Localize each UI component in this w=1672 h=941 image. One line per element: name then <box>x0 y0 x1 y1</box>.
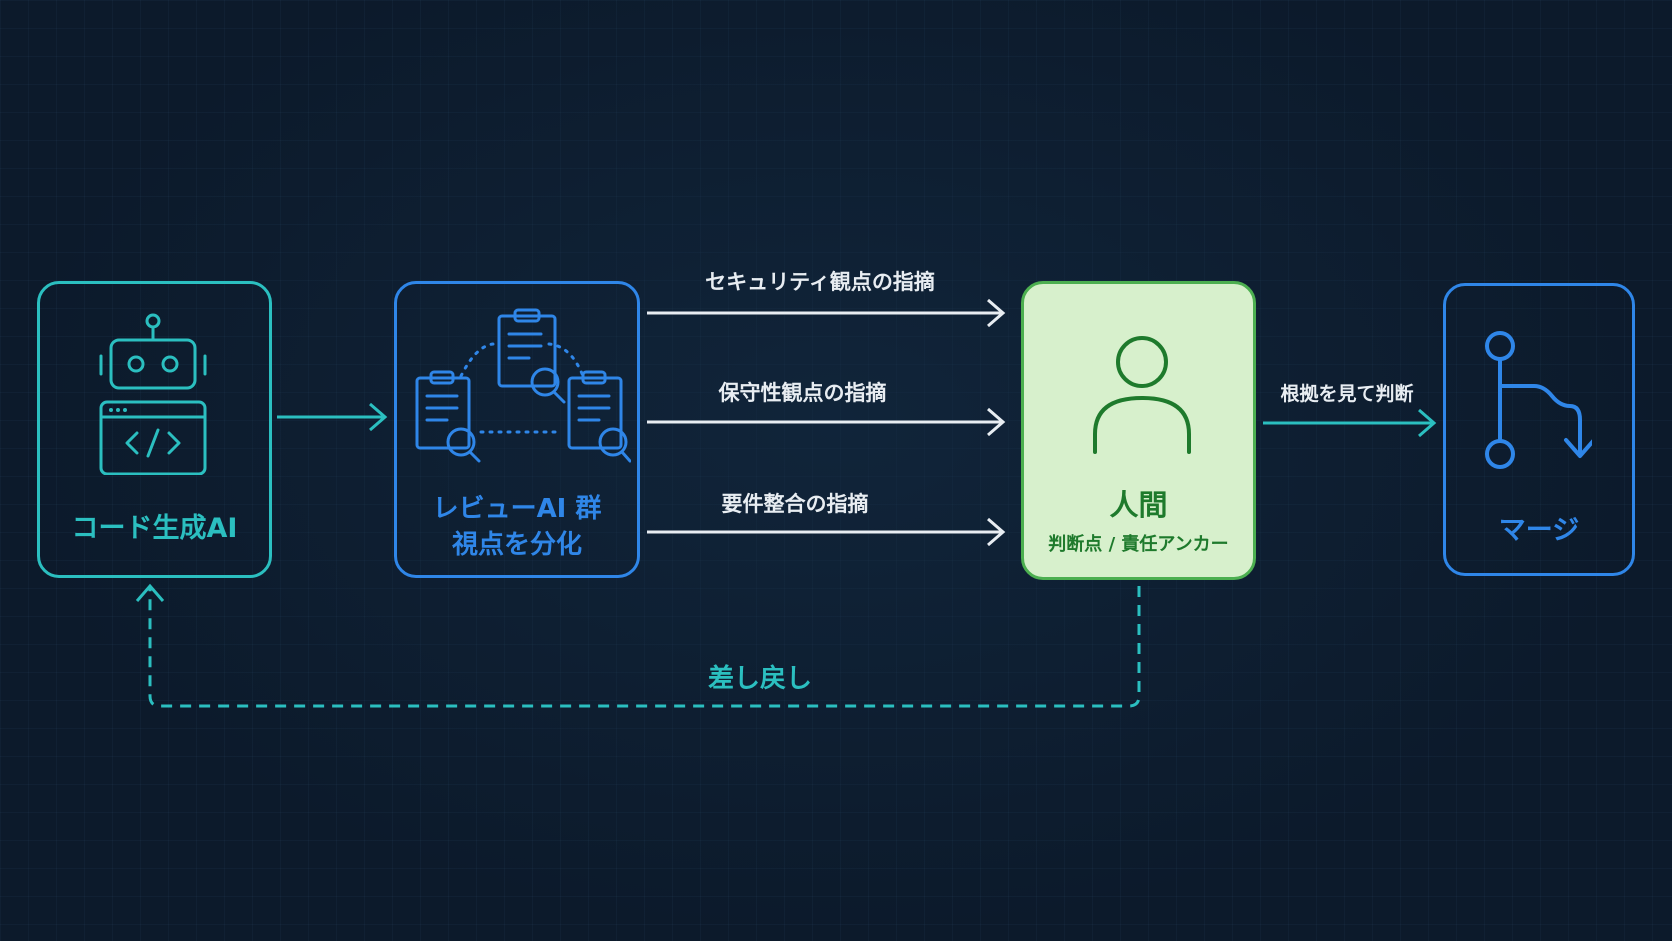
node-review-ai-group: レビューAI 群 視点を分化 <box>394 281 640 578</box>
clipboard-search-icon <box>415 308 631 463</box>
arrow-codegen-to-review <box>277 402 388 432</box>
edge-label-requirements: 要件整合の指摘 <box>721 492 869 516</box>
edge-label-return: 差し戻し <box>707 664 812 694</box>
review-label-line1: レビューAI 群 <box>432 494 602 524</box>
edge-label-judge: 根拠を見て判断 <box>1280 383 1414 405</box>
arrow-security <box>647 298 1006 328</box>
node-merge: マージ <box>1443 283 1635 576</box>
arrow-judge <box>1263 408 1437 438</box>
edge-label-security: セキュリティ観点の指摘 <box>705 270 935 294</box>
human-sublabel: 判断点 / 責任アンカー <box>1048 534 1229 555</box>
codegen-label: コード生成AI <box>71 513 238 544</box>
node-human: 人間 判断点 / 責任アンカー <box>1021 281 1256 580</box>
review-label-line2: 視点を分化 <box>451 530 582 560</box>
person-icon <box>1093 336 1191 454</box>
git-merge-icon <box>1485 331 1592 469</box>
merge-label: マージ <box>1498 515 1580 546</box>
arrow-return <box>135 583 1141 708</box>
edge-label-maintainability: 保守性観点の指摘 <box>718 381 887 405</box>
robot-code-icon <box>99 313 207 475</box>
arrow-maintainability <box>647 407 1006 437</box>
arrow-requirements <box>647 517 1006 547</box>
human-label: 人間 <box>1109 488 1168 522</box>
node-code-generation-ai: コード生成AI <box>37 281 272 578</box>
